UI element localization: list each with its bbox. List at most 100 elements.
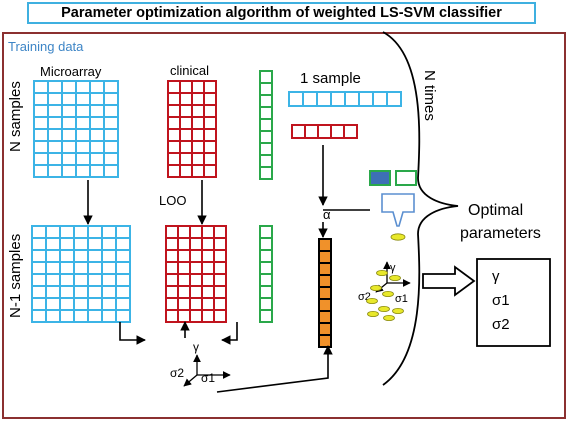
weight-vector-n-1-cell [259,285,273,299]
clinical-matrix-n-1-cell [177,273,191,287]
microarray-matrix-n-cell [33,80,49,94]
result-box [476,258,551,347]
sample-clinical-row-cell [291,124,306,139]
microarray-matrix-n-1-cell [115,297,131,311]
sample-microarray-row-cell [302,91,318,107]
weight-vector-n-1-cell [259,225,273,239]
clinical-matrix-n-cell [179,164,193,178]
microarray-matrix-n-cell [103,80,119,94]
alpha-vector-cell [318,298,332,312]
weight-vector-n-cell [259,94,273,108]
microarray-matrix-n-1-cell [59,225,75,239]
microarray-matrix-n-cell [61,92,77,106]
parameter-point [383,314,395,321]
clinical-matrix-n-1-cell [213,297,227,311]
weight-vector-n-cell [259,166,273,180]
microarray-matrix-n-cell [89,128,105,142]
weight-vector-n [259,70,273,180]
microarray-matrix-n-cell [89,116,105,130]
clinical-matrix-n-cell [167,104,181,118]
axis-sigma2 [183,374,198,387]
microarray-matrix-n-cell [89,92,105,106]
microarray-matrix-n-1-cell [59,297,75,311]
microarray-matrix-n-cell [89,140,105,154]
n-times-brace [382,31,459,386]
axis2-gamma-label: γ [390,262,396,274]
microarray-matrix-n-cell [103,152,119,166]
n-samples-label: N samples [7,81,24,152]
microarray-matrix-n-1-cell [87,261,103,275]
clinical-matrix-n-cell [203,128,217,142]
microarray-matrix-n-1-cell [115,261,131,275]
microarray-matrix-n-1-cell [101,261,117,275]
clinical-matrix-n-1-cell [201,285,215,299]
alpha-label: α [323,207,331,222]
microarray-matrix-n-1-cell [45,225,61,239]
microarray-matrix-n-1-cell [73,249,89,263]
microarray-matrix-n-cell [33,116,49,130]
clinical-matrix-n-1-cell [213,237,227,251]
clinical-matrix-n-1-cell [213,249,227,263]
weight-vector-n-cell [259,82,273,96]
clinical-matrix-n-cell [179,116,193,130]
model-white-box [395,170,417,186]
clinical-matrix-n-cell [203,92,217,106]
weight-vector-n-1-cell [259,297,273,311]
weight-vector-n-cell [259,118,273,132]
microarray-matrix-n-1-cell [45,309,61,323]
sample-microarray-row-cell [330,91,346,107]
microarray-matrix-n-cell [61,164,77,178]
microarray-matrix-n-1-cell [115,273,131,287]
parameter-point [392,307,404,314]
clinical-matrix-n-1-cell [189,261,203,275]
clinical-matrix-n-1-cell [177,285,191,299]
clinical-matrix-n-cell [179,92,193,106]
microarray-matrix-n-cell [61,104,77,118]
alpha-vector-cell [318,262,332,276]
microarray-matrix-n-cell [103,104,119,118]
microarray-matrix-n-cell [103,128,119,142]
microarray-matrix-n-1-cell [31,261,47,275]
microarray-matrix-n-1-cell [59,249,75,263]
one-sample-label: 1 sample [300,70,361,87]
clinical-matrix-n-cell [203,80,217,94]
sample-clinical-row-cell [330,124,345,139]
clinical-matrix-n-cell [167,152,181,166]
clinical-matrix-n-1-cell [213,273,227,287]
microarray-matrix-n-cell [47,80,63,94]
n-minus-1-samples-label: N-1 samples [7,234,24,318]
parameter-point [378,305,390,312]
microarray-matrix-n-1-cell [73,237,89,251]
microarray-matrix-n-1-cell [31,249,47,263]
microarray-matrix-n-1-cell [101,249,117,263]
microarray-matrix-n-1-cell [31,285,47,299]
microarray-matrix-n-1-cell [73,309,89,323]
classifier-output [390,233,406,241]
sample-microarray-row-cell [344,91,360,107]
clinical-matrix-n-1-cell [165,261,179,275]
microarray-matrix-n-cell [47,164,63,178]
clinical-matrix-n-1-cell [201,297,215,311]
microarray-matrix-n-1-cell [101,225,117,239]
microarray-matrix-n-1-cell [45,285,61,299]
microarray-matrix-n-cell [47,152,63,166]
clinical-matrix-n-cell [203,164,217,178]
clinical-matrix-n-1-cell [189,237,203,251]
microarray-matrix-n-1-cell [31,297,47,311]
weight-vector-n-cell [259,70,273,84]
microarray-matrix-n-cell [75,140,91,154]
weight-vector-n-cell [259,106,273,120]
parameter-point [389,274,401,281]
arrow-weights-to-axes [221,322,238,345]
microarray-matrix-n-1-cell [101,309,117,323]
result-param: σ2 [492,316,510,333]
clinical-matrix-n-1-cell [189,225,203,239]
microarray-matrix-n-cell [33,140,49,154]
microarray-matrix-n-1-cell [59,309,75,323]
microarray-matrix-n-1-cell [45,297,61,311]
classifier-funnel [381,193,415,227]
clinical-matrix-n-cell [179,140,193,154]
clinical-matrix-n-cell [179,152,193,166]
clinical-matrix-n-cell [167,80,181,94]
clinical-matrix-n-cell [191,116,205,130]
